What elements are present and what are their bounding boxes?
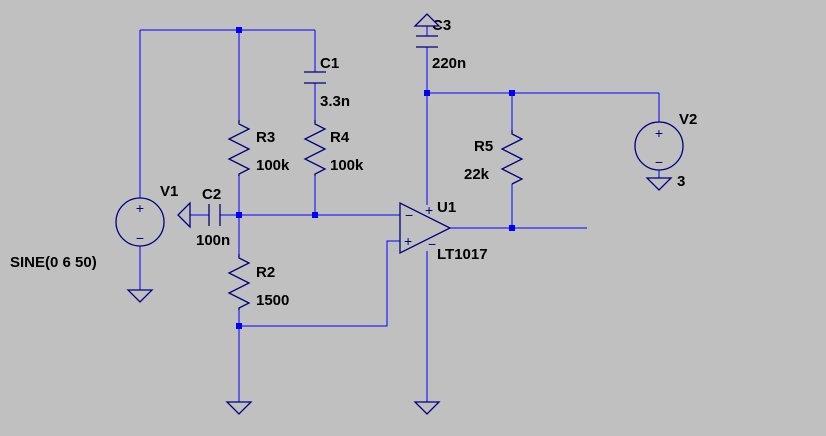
r3-value: 100k — [256, 157, 290, 174]
v1-plus-sign: + — [136, 200, 144, 216]
u1-supply-minus-sign: − — [428, 236, 436, 252]
v2-minus-sign: − — [655, 154, 663, 170]
v2-value: 3 — [677, 173, 685, 190]
c3-capacitor[interactable]: C3 220n — [416, 17, 466, 72]
v1-symbol — [115, 197, 165, 247]
r3-zigzag — [227, 120, 251, 176]
r5-name: R5 — [474, 138, 493, 155]
v1-value: SINE(0 6 50) — [10, 254, 97, 271]
r4-resistor[interactable]: R4 100k — [303, 120, 364, 176]
junction-dot — [509, 90, 515, 96]
ground-icon — [645, 177, 673, 191]
c1-value: 3.3n — [320, 93, 350, 110]
ground-icon — [177, 201, 191, 229]
u1-name: U1 — [437, 199, 456, 216]
c2-name: C2 — [202, 186, 221, 203]
ground-icon — [413, 401, 441, 415]
r2-name: R2 — [256, 264, 275, 281]
r5-zigzag — [500, 130, 524, 185]
wire-feedback[interactable] — [239, 240, 400, 327]
ground-icon — [413, 13, 441, 27]
c1-name: C1 — [320, 55, 339, 72]
r4-name: R4 — [330, 129, 350, 146]
c2-capacitor[interactable]: C2 100n — [196, 186, 230, 249]
v1-source[interactable]: + − V1 SINE(0 6 50) — [10, 183, 178, 271]
v1-name: V1 — [160, 183, 178, 200]
c1-capacitor[interactable]: C1 3.3n — [304, 55, 350, 110]
r4-value: 100k — [330, 157, 364, 174]
r4-zigzag — [303, 120, 327, 176]
junction-dot — [236, 27, 242, 33]
r5-value: 22k — [464, 166, 490, 183]
r5-resistor[interactable]: R5 22k — [464, 130, 524, 185]
c3-value: 220n — [432, 55, 466, 72]
r2-value: 1500 — [256, 292, 289, 309]
r2-zigzag — [227, 254, 251, 310]
junction-dot — [236, 212, 242, 218]
v2-name: V2 — [679, 111, 697, 128]
u1-triangle — [399, 201, 452, 255]
ground-icon — [225, 401, 253, 415]
r3-name: R3 — [256, 129, 275, 146]
r2-resistor[interactable]: R2 1500 — [227, 254, 289, 310]
junction-dot — [236, 323, 242, 329]
c3-name: C3 — [432, 17, 451, 34]
u1-value: LT1017 — [437, 246, 488, 263]
u1-supply-plus-sign: + — [425, 202, 433, 218]
v2-symbol — [634, 121, 684, 171]
u1-comparator[interactable]: − + + − U1 LT1017 — [399, 199, 488, 263]
u1-noninverting-sign: + — [404, 233, 412, 249]
v1-minus-sign: − — [136, 230, 144, 246]
v2-source[interactable]: + − V2 3 — [634, 111, 697, 190]
r3-resistor[interactable]: R3 100k — [227, 120, 290, 176]
c2-value: 100n — [196, 232, 230, 249]
v2-plus-sign: + — [655, 125, 663, 141]
junction-dot — [509, 225, 515, 231]
ground-icon — [126, 289, 154, 303]
junction-dot — [312, 212, 318, 218]
u1-inverting-sign: − — [405, 207, 413, 223]
junction-dot — [424, 90, 430, 96]
junctions — [236, 27, 515, 329]
